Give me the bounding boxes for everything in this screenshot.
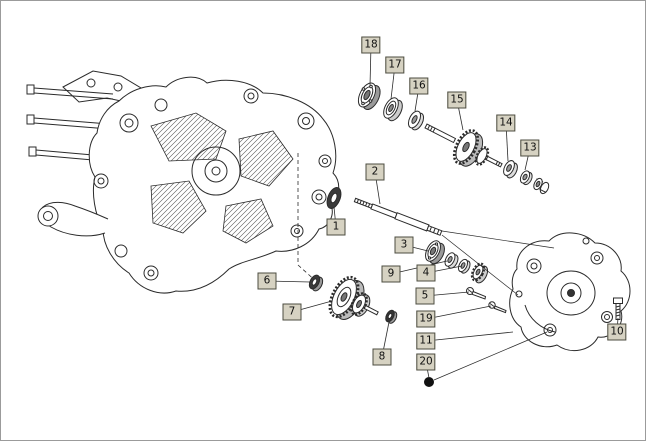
alignment-lines <box>433 230 555 381</box>
part-label-8[interactable]: 8 <box>372 348 392 366</box>
oil-seal-part-1 <box>326 187 342 209</box>
small-gear-part <box>470 262 489 284</box>
washer-part-6 <box>308 274 324 292</box>
bearing-part-18 <box>357 82 381 111</box>
part-label-5[interactable]: 5 <box>415 287 435 305</box>
part-label-13[interactable]: 13 <box>520 139 540 157</box>
part-label-3[interactable]: 3 <box>394 236 414 254</box>
spacer-part-9 <box>444 252 459 269</box>
part-label-10[interactable]: 10 <box>607 323 627 341</box>
part-label-16[interactable]: 16 <box>409 77 429 95</box>
plug-part-20 <box>424 377 434 387</box>
screw-part-19 <box>488 301 507 314</box>
part-label-9[interactable]: 9 <box>381 265 401 283</box>
leader-lines <box>266 44 619 379</box>
part-label-19[interactable]: 19 <box>416 310 436 328</box>
part-label-18[interactable]: 18 <box>361 36 381 54</box>
part-label-14[interactable]: 14 <box>496 114 516 132</box>
gear-shaft-part-15 <box>424 123 503 168</box>
gear-cluster-part-7 <box>328 275 379 320</box>
part-label-2[interactable]: 2 <box>365 163 385 181</box>
stud-bolts <box>26 84 114 161</box>
part-label-11[interactable]: 11 <box>416 332 436 350</box>
washer-part-13 <box>519 170 533 186</box>
part-label-1[interactable]: 1 <box>326 218 346 236</box>
crankcase-drawing <box>26 70 340 294</box>
part-label-4[interactable]: 4 <box>416 264 436 282</box>
washer-part-8 <box>385 309 398 324</box>
washer-part-14 <box>503 160 518 179</box>
main-shaft-part-2 <box>353 197 443 236</box>
part-label-6[interactable]: 6 <box>257 272 277 290</box>
part-label-17[interactable]: 17 <box>385 56 405 74</box>
leader-line-11 <box>425 331 514 342</box>
part-label-20[interactable]: 20 <box>416 353 436 371</box>
spline-sleeve-part <box>533 177 550 195</box>
bearing-part-3 <box>425 240 445 265</box>
gearbox-cover-part <box>509 232 631 352</box>
seal-part-17 <box>383 97 403 122</box>
leader-line-19 <box>425 305 492 320</box>
screw-part-5 <box>466 287 487 300</box>
part-label-15[interactable]: 15 <box>447 91 467 109</box>
washer-part-16 <box>407 110 425 131</box>
bolt-part-10 <box>613 297 623 320</box>
part-label-7[interactable]: 7 <box>282 303 302 321</box>
washer-part-4 <box>457 258 471 274</box>
